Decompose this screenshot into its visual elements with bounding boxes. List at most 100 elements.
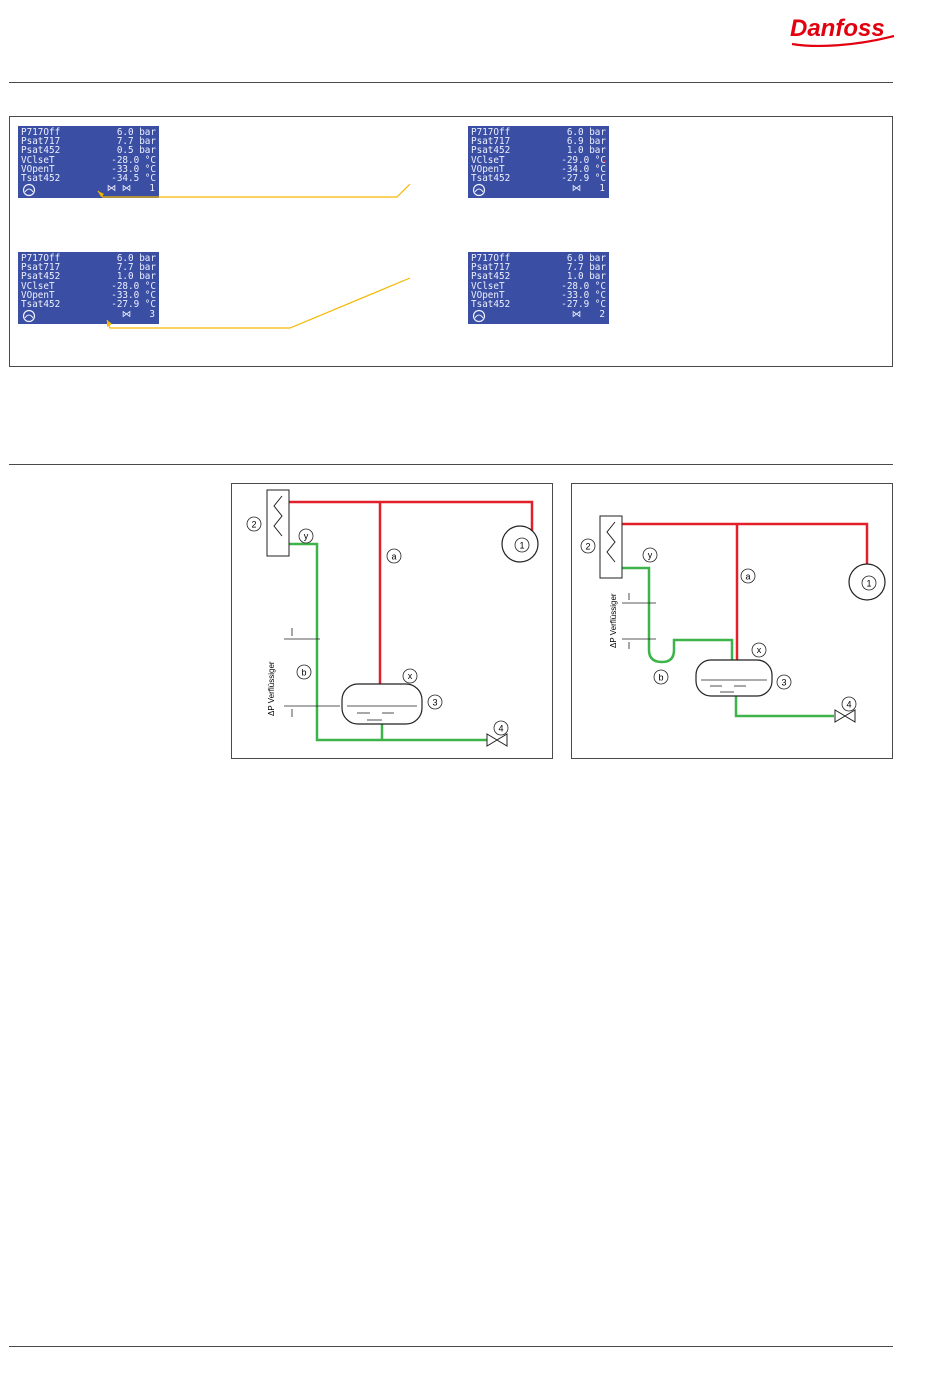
delta-p-label: ΔP Verflüssiger — [267, 661, 276, 716]
display-row-value: 6.0 bar — [116, 253, 156, 264]
valve-count: 1 — [149, 183, 155, 194]
pipe-b-label: b — [301, 668, 306, 678]
display-row-value: 6.9 bar — [566, 136, 606, 148]
display-row: VClseT -28.0 °C — [21, 154, 156, 166]
display-row-label: Psat717 — [471, 262, 511, 274]
display-row-value: -28.0 °C — [111, 280, 156, 292]
valve-count: 2 — [599, 309, 605, 320]
pipe-b-label: b — [658, 673, 663, 683]
display-row: P717Off 6.0 bar — [21, 254, 156, 264]
display-footer: ⋈ ⋈1 — [18, 182, 159, 198]
arrow-head-2 — [107, 320, 112, 327]
gas-line — [622, 522, 869, 564]
display-row-label: Psat452 — [21, 271, 61, 283]
valve-label: 4 — [846, 700, 851, 710]
display-row: Tsat452-34.5 °C — [21, 174, 156, 184]
diagram-right: 1 2 y a b x 3 4 ΔP Verflüssiger — [571, 483, 893, 759]
condenser-box — [266, 489, 290, 557]
display-row-value: -33.0 °C — [111, 289, 156, 301]
display-row-value: 1.0 bar — [566, 271, 606, 283]
display-row: VOpenT -33.0 °C — [471, 291, 606, 301]
display-row: Psat452 1.0 bar — [471, 272, 606, 282]
display-row-label: VOpenT — [471, 289, 505, 301]
logo-text: Danfoss — [790, 15, 885, 42]
display-row-value: 6.0 bar — [566, 253, 606, 264]
valve-icon: ⋈ — [571, 309, 581, 320]
compressor-label-circle — [514, 537, 530, 553]
display-row-value: 1.0 bar — [116, 271, 156, 283]
danfoss-logo: Danfoss — [786, 6, 898, 50]
display-row-label: VOpenT — [21, 289, 55, 301]
valve-icon — [834, 709, 846, 723]
display-row-value: 6.0 bar — [116, 127, 156, 138]
display-row-label: Psat452 — [471, 271, 511, 283]
pipe-a-label: a — [391, 552, 396, 562]
display-footer: ⋈1 — [468, 182, 609, 198]
receiver-label: 3 — [432, 698, 437, 708]
display-row-label: Psat452 — [471, 145, 511, 157]
pipe-a-label: a — [745, 572, 750, 582]
arrow-line-2 — [106, 277, 411, 329]
display-row-label: VOpenT — [21, 163, 55, 175]
display-row-value: 6.0 bar — [566, 127, 606, 138]
display-row-value: 7.7 bar — [116, 262, 156, 274]
section-rule — [9, 464, 893, 465]
display-row: P717Off 6.0 bar — [471, 254, 606, 264]
display-row-label: Psat452 — [21, 145, 61, 157]
liquid-line — [622, 566, 734, 664]
display-row: VClseT-28.0 °C — [471, 280, 606, 292]
display-footer: ⋈2 — [468, 308, 609, 324]
display-row-label: P717Off — [21, 253, 61, 264]
footer-rule — [9, 1346, 893, 1347]
receiver-label: 3 — [781, 678, 786, 688]
display-row: P717Off 6.0 bar — [21, 128, 156, 138]
display-row-value: -28.0 °C — [561, 280, 606, 292]
compressor-label: 1 — [866, 579, 871, 589]
gas-line — [289, 500, 534, 534]
display-row-label: Tsat452 — [21, 299, 61, 310]
display-row-value: 0.5 bar — [116, 145, 156, 157]
display-row-label: Tsat452 — [471, 299, 511, 310]
valve-count: 1 — [599, 183, 605, 194]
display-row: Psat452 0.5 bar — [21, 146, 156, 156]
diagram-left: 1 2 y a b x 3 4 ΔP Verflüssiger — [231, 483, 553, 759]
display-row-label: VClseT — [21, 280, 55, 292]
liquid-line — [289, 542, 382, 742]
condenser-label: 2 — [585, 542, 590, 552]
valve-icon: ⋈ — [571, 183, 581, 194]
valve-icon — [486, 733, 498, 747]
receiver-tank — [695, 659, 773, 697]
display-row: Tsat452-27.9 °C — [471, 300, 606, 310]
display-row-label: VClseT — [471, 154, 505, 166]
arrow-line-1 — [97, 183, 411, 198]
condenser-coil — [606, 521, 616, 563]
header-rule — [9, 82, 893, 83]
liquid-out-line — [734, 696, 834, 718]
compressor-label: 1 — [519, 541, 524, 551]
delta-p-label: ΔP Verflüssiger — [609, 593, 618, 648]
compressor-icon — [22, 183, 36, 197]
red-marker: › — [603, 156, 606, 165]
arrow-head-1 — [98, 191, 104, 197]
display-row-value: -33.0 °C — [111, 163, 156, 175]
display-row-label: P717Off — [471, 253, 511, 264]
display-row-value: -29.0 °C — [561, 154, 606, 166]
display-row-value: -28.0 °C — [111, 154, 156, 166]
display-row-value: -27.9 °C — [111, 299, 156, 310]
display-row-value: -33.0 °C — [561, 289, 606, 301]
condenser-label: 2 — [251, 520, 256, 530]
display-row-label: VOpenT — [471, 163, 505, 175]
display-row-label: Psat717 — [21, 262, 61, 274]
display-row: VOpenT -33.0 °C — [21, 165, 156, 175]
display-row-label: VClseT — [21, 154, 55, 166]
display-row-label: P717Off — [21, 127, 61, 138]
display-row: VClseT -28.0 °C — [21, 280, 156, 292]
display-row-value: 7.7 bar — [566, 262, 606, 274]
